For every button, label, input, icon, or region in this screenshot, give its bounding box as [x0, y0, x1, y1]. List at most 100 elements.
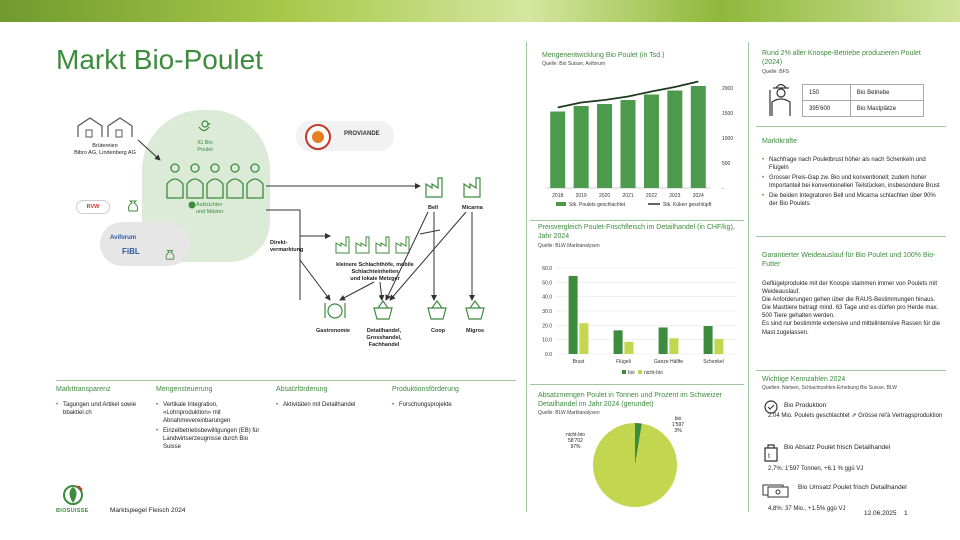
- section-item: Vertikale Integration, «Lohnproduktion» …: [156, 401, 266, 425]
- bar: [643, 94, 659, 188]
- chart2-source: Quelle: BLW Marktanalysen: [538, 243, 600, 249]
- bar-bio: [658, 327, 668, 354]
- weide-para: Die Anforderungen gehen über die RAUS-Be…: [762, 297, 939, 320]
- x-tick-label: 2018: [552, 193, 563, 199]
- migros-label: Migros: [466, 328, 485, 334]
- section-produktionsfoerderung: Produktionsförderung Forschungsprojekte: [392, 386, 502, 411]
- bar: [597, 104, 613, 188]
- divider-right: [748, 42, 749, 512]
- bar: [690, 86, 706, 188]
- revenue-money-icon: [762, 484, 789, 498]
- y-tick-label: 40.0: [542, 295, 552, 301]
- list-item: Grosser Preis-Gap zw. Bio und konvention…: [762, 174, 942, 190]
- chart2-title: Preisvergleich Poulet-Frischfleisch im D…: [538, 224, 735, 240]
- list-item: Die beiden Integratoren Bell und Micarna…: [762, 192, 942, 208]
- basket-icon-detail: [373, 300, 393, 320]
- bar-nicht-bio: [669, 338, 679, 354]
- legend-swatch-bio: [622, 370, 626, 374]
- list-item: Nachfrage nach Pouletbrust höher als nac…: [762, 156, 942, 172]
- intro-title: Rund 2% aller Knospe-Betriebe produziere…: [762, 50, 921, 66]
- legend-label: Stk. Küken geschlüpft: [663, 202, 712, 208]
- legend-label: nicht-bio: [644, 370, 663, 376]
- section-title: Markttransparenz: [56, 386, 111, 393]
- fibl-label: FiBL: [122, 247, 140, 256]
- y-tick-label: 60.0: [542, 266, 552, 272]
- section-item: Aktivitäten mit Detailhandel: [276, 401, 376, 409]
- kz-source: Quellen: Nielsen, Schlachtzahlen-Erhebun…: [762, 385, 897, 391]
- direct-label: Direkt- vermarktung: [270, 240, 304, 253]
- y-tick-label: 20.0: [542, 323, 552, 329]
- bar-nicht-bio: [624, 341, 634, 354]
- micarna-label: Micarna: [462, 205, 483, 211]
- bar-nicht-bio: [714, 338, 724, 354]
- legend-label: Stk. Poulets geschlachtet: [569, 202, 626, 208]
- legend-swatch-bar: [556, 202, 566, 206]
- pie-slice-nicht-bio: [593, 423, 677, 507]
- section-absatzfoerderung: Absatzförderung Aktivitäten mit Detailha…: [276, 386, 376, 411]
- hatchery-icon: [77, 117, 133, 138]
- y-tick-label: 1000: [722, 136, 733, 142]
- production-icon: [764, 400, 778, 414]
- weide-para: Es sind nur bestimmte extensive und mitt…: [762, 321, 941, 336]
- section-item: Tagungen und Artikel sowie bbaktiel.ch: [56, 401, 144, 417]
- proviande-label: PROVIANDE: [344, 131, 380, 137]
- rvw-label: RVW: [86, 204, 100, 210]
- weide-para: Geflügelprodukte mit der Knospe stammen …: [762, 281, 938, 296]
- intro-source: Quelle: BFS: [762, 69, 789, 75]
- pie-label-nonbio: nicht-bio 58'702 97%: [566, 432, 585, 450]
- y-tick-label: 500: [722, 161, 731, 167]
- marktkraefte-title: Marktkräfte: [762, 138, 798, 145]
- gastronomy-label: Gastronomie: [316, 328, 350, 334]
- bar-nicht-bio: [579, 323, 589, 354]
- basket-icon-migros: [465, 300, 485, 320]
- section-mengensteuerung: Mengensteuerung Vertikale Integration, «…: [156, 386, 266, 453]
- table-row: 395'600 Bio Mastplätze: [802, 100, 925, 117]
- right-divider-1: [756, 126, 946, 127]
- gastronomy-icon: [324, 303, 346, 319]
- bar: [573, 106, 589, 188]
- section-title: Mengensteuerung: [156, 386, 213, 393]
- proviande-seal-icon: [305, 124, 331, 150]
- bar-bio: [703, 326, 713, 354]
- y-tick-label: 0.0: [545, 352, 552, 358]
- chart1-source: Quelle: Bio Suisse, Aviforum: [542, 61, 605, 67]
- research-blob: [100, 222, 190, 266]
- factory-icon-bell: [425, 177, 443, 198]
- page-date: 12.06.2025: [864, 510, 897, 517]
- section-item: Forschungsprojekte: [392, 401, 502, 409]
- pie-slice-bio: [635, 423, 642, 465]
- legend-label: bio: [628, 370, 635, 376]
- coop-label: Coop: [431, 328, 446, 334]
- table-cell: Bio Betriebe: [849, 84, 925, 101]
- x-tick-label: 2024: [693, 193, 704, 199]
- top-banner: [0, 0, 960, 22]
- kz-sales-text: 2,7%: 1'597 Tonnen, +6.1 % ggü VJ: [768, 466, 864, 472]
- rvw-logo: RVW: [76, 200, 110, 214]
- kz-sales-title: Bio Absatz Poulet frisch Detailhandel: [784, 444, 891, 451]
- x-tick-label: Schenkel: [703, 359, 724, 365]
- table-cell: 150: [802, 84, 851, 101]
- bio-suisse-logo-text: BIOSUISSE: [56, 508, 89, 514]
- table-row: 150 Bio Betriebe: [802, 84, 925, 101]
- hatchery-label: Brütereien Bibro AG, Lindenberg AG: [74, 143, 136, 156]
- pie-label-bio: bio 1'597 3%: [672, 416, 685, 434]
- kz-title: Wichtige Kennzahlen 2024: [762, 376, 846, 383]
- money-bag-icon: [127, 200, 139, 212]
- table-cell: 395'600: [802, 100, 851, 117]
- x-tick-label: 2023: [669, 193, 680, 199]
- bar: [550, 111, 566, 188]
- small-factories-icon: [335, 236, 410, 254]
- farmers-label: Aufzüchter und Mäster: [196, 202, 224, 215]
- legend-swatch-nicht-bio: [638, 370, 642, 374]
- farmers-icon: [166, 163, 264, 199]
- ig-label: IG Bio Poulet: [197, 140, 213, 153]
- chart1-title: Mengenentwicklung Bio Poulet (in Tsd.): [542, 52, 665, 59]
- kz-revenue-text: 4,8%: 37 Mio., +1.5% ggü VJ: [768, 506, 846, 512]
- weide-text: Geflügelprodukte mit der Knospe stammen …: [762, 280, 942, 337]
- flow-arrows: [137, 139, 475, 301]
- x-tick-label: 2021: [622, 193, 633, 199]
- section-title: Absatzförderung: [276, 386, 328, 393]
- bottom-divider: [56, 380, 516, 381]
